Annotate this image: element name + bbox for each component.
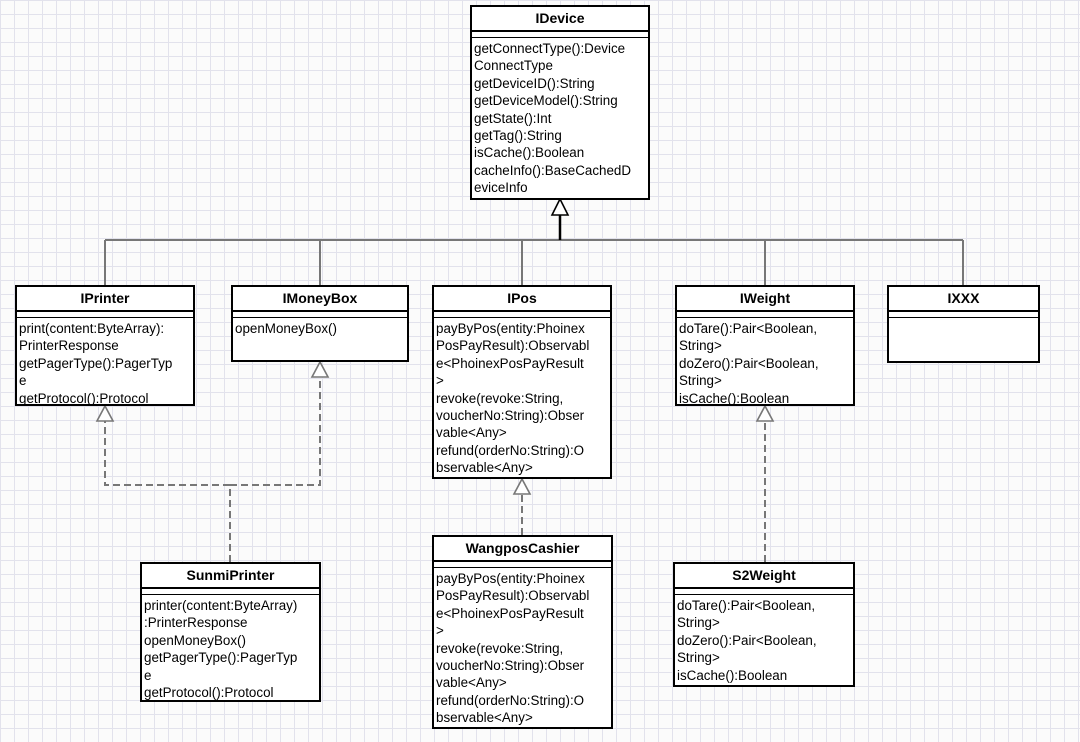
operation-line: voucherNo:String):Obser xyxy=(436,408,585,424)
operation-line: eviceInfo xyxy=(474,180,528,196)
class-idevice[interactable]: IDevice getConnectType():Device ConnectT… xyxy=(470,5,650,200)
operation-line: String> xyxy=(679,338,722,354)
attributes-compartment xyxy=(17,312,193,318)
operations-compartment xyxy=(889,318,1038,320)
operation-line: openMoneyBox() xyxy=(235,321,337,336)
operation-line: String> xyxy=(679,373,722,389)
operation-line: > xyxy=(436,623,444,639)
operations-compartment: printer(content:ByteArray) :PrinterRespo… xyxy=(142,595,319,701)
attributes-compartment xyxy=(472,32,648,38)
operation-line: print(content:ByteArray): xyxy=(19,321,165,336)
class-name: S2Weight xyxy=(675,564,853,589)
operations-compartment: print(content:ByteArray): PrinterRespons… xyxy=(17,318,193,407)
class-ixxx[interactable]: IXXX xyxy=(887,285,1040,363)
operation-line: isCache():Boolean xyxy=(677,667,788,683)
operation-line: getDeviceModel():String xyxy=(474,93,618,109)
class-name: IPrinter xyxy=(17,287,193,312)
operation-line: :PrinterResponse xyxy=(144,615,248,631)
class-ipos[interactable]: IPos payByPos(entity:Phoinex PosPayResul… xyxy=(432,285,612,479)
operation-line: getConnectType():Device xyxy=(474,41,626,56)
realization-arrowhead-iprinter xyxy=(95,404,115,422)
operation-line: getProtocol():Protocol xyxy=(144,685,274,701)
operation-line: PrinterResponse xyxy=(19,338,119,354)
class-iweight[interactable]: IWeight doTare():Pair<Boolean, String> d… xyxy=(675,285,855,406)
class-name: IMoneyBox xyxy=(233,287,407,312)
operation-line: getPagerType():PagerTyp xyxy=(144,650,298,666)
class-name: IDevice xyxy=(472,7,648,32)
operation-line: getTag():String xyxy=(474,128,562,144)
attributes-compartment xyxy=(677,312,853,318)
operation-line: isCache():Boolean xyxy=(679,390,790,406)
operation-line: e<PhoinexPosPayResult xyxy=(436,355,584,371)
operation-line: bservable<Any> xyxy=(436,710,533,726)
operation-line: PosPayResult):Observabl xyxy=(436,588,590,604)
operation-line: e xyxy=(144,667,152,683)
operation-line: openMoneyBox() xyxy=(144,632,246,648)
attributes-compartment xyxy=(889,312,1038,318)
operation-line: e xyxy=(19,373,27,389)
realization-arrowhead-imoneybox xyxy=(310,360,330,378)
attributes-compartment xyxy=(434,312,610,318)
operation-line: bservable<Any> xyxy=(436,460,533,476)
attributes-compartment xyxy=(233,312,407,318)
operation-line: payByPos(entity:Phoinex xyxy=(436,571,585,586)
class-name: IWeight xyxy=(677,287,853,312)
operation-line: doZero():Pair<Boolean, xyxy=(679,355,819,371)
realization-arrowhead-iweight xyxy=(755,404,775,422)
operation-line: doTare():Pair<Boolean, xyxy=(679,321,818,336)
attributes-compartment xyxy=(675,589,853,595)
operations-compartment: openMoneyBox() xyxy=(233,318,407,337)
class-wangposcashier[interactable]: WangposCashier payByPos(entity:Phoinex P… xyxy=(432,535,613,729)
operation-line: refund(orderNo:String):O xyxy=(436,692,585,708)
edge-sunmiprinter-imoneybox xyxy=(230,377,321,486)
attributes-compartment xyxy=(142,589,319,595)
operation-line: refund(orderNo:String):O xyxy=(436,442,585,458)
operations-compartment: getConnectType():Device ConnectType getD… xyxy=(472,38,648,197)
realization-arrowhead-ipos xyxy=(512,477,532,495)
class-imoneybox[interactable]: IMoneyBox openMoneyBox() xyxy=(231,285,409,362)
operation-line: revoke(revoke:String, xyxy=(436,640,564,656)
operation-line: ConnectType xyxy=(474,58,553,74)
class-name: WangposCashier xyxy=(434,537,611,562)
edge-sunmiprinter-iprinter xyxy=(104,421,231,562)
operation-line: > xyxy=(436,373,444,389)
operation-line: printer(content:ByteArray) xyxy=(144,598,298,613)
operation-line: cacheInfo():BaseCachedD xyxy=(474,162,632,178)
operation-line: PosPayResult):Observabl xyxy=(436,338,590,354)
generalization-arrowhead xyxy=(550,197,570,216)
attributes-compartment xyxy=(434,562,611,568)
operation-line: vable<Any> xyxy=(436,675,507,691)
operations-compartment: payByPos(entity:Phoinex PosPayResult):Ob… xyxy=(434,318,610,477)
class-name: IPos xyxy=(434,287,610,312)
class-name: SunmiPrinter xyxy=(142,564,319,589)
operation-line: e<PhoinexPosPayResult xyxy=(436,605,584,621)
operation-line: isCache():Boolean xyxy=(474,145,585,161)
operation-line: getPagerType():PagerTyp xyxy=(19,355,173,371)
operations-compartment: doTare():Pair<Boolean, String> doZero():… xyxy=(675,595,853,684)
operation-line: doTare():Pair<Boolean, xyxy=(677,598,816,613)
class-iprinter[interactable]: IPrinter print(content:ByteArray): Print… xyxy=(15,285,195,406)
operation-line: getDeviceID():String xyxy=(474,75,595,91)
operation-line: String> xyxy=(677,615,720,631)
operation-line: doZero():Pair<Boolean, xyxy=(677,632,817,648)
operation-line: getProtocol():Protocol xyxy=(19,390,149,406)
operations-compartment: doTare():Pair<Boolean, String> doZero():… xyxy=(677,318,853,407)
operation-line: vable<Any> xyxy=(436,425,507,441)
operation-line: voucherNo:String):Obser xyxy=(436,658,585,674)
class-name: IXXX xyxy=(889,287,1038,312)
operations-compartment: payByPos(entity:Phoinex PosPayResult):Ob… xyxy=(434,568,611,727)
operation-line: payByPos(entity:Phoinex xyxy=(436,321,585,336)
class-s2weight[interactable]: S2Weight doTare():Pair<Boolean, String> … xyxy=(673,562,855,687)
class-sunmiprinter[interactable]: SunmiPrinter printer(content:ByteArray) … xyxy=(140,562,321,702)
operation-line: String> xyxy=(677,650,720,666)
operation-line: revoke(revoke:String, xyxy=(436,390,564,406)
operation-line: getState():Int xyxy=(474,110,552,126)
